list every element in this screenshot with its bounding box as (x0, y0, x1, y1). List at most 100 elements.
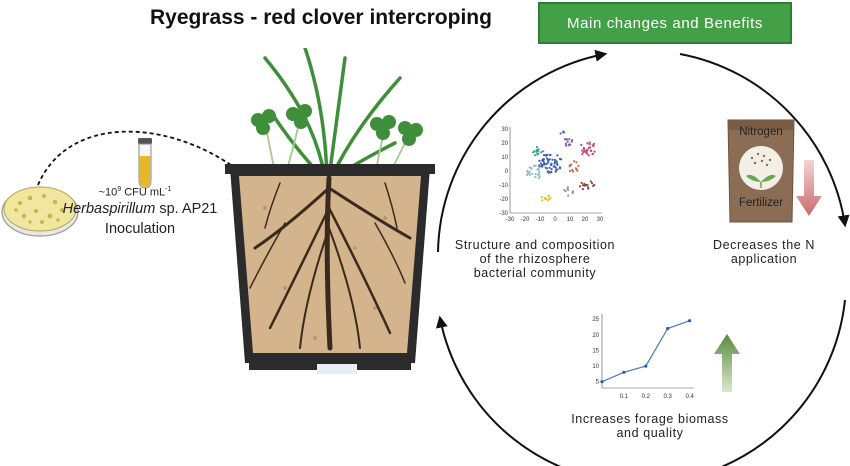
scatter-point (534, 176, 537, 179)
inoculation-label: Inoculation (104, 221, 176, 237)
scatter-point (586, 152, 589, 155)
strain-genus: Herbaspirillum (62, 201, 156, 217)
scatter-point (547, 171, 550, 174)
scatter-point (580, 143, 583, 146)
scatter-point (578, 185, 582, 188)
biomass-data-point (600, 380, 604, 384)
scatter-y-tick: -20 (499, 197, 508, 203)
scatter-point (574, 167, 577, 170)
scatter-point (550, 170, 553, 174)
scatter-point (547, 161, 550, 164)
scatter-point (590, 149, 593, 152)
scatter-y-tick: 0 (505, 169, 509, 175)
scatter-point (553, 158, 556, 161)
scatter-point (580, 181, 583, 184)
concentration-exponent: 9 (117, 186, 122, 193)
scatter-point (590, 182, 594, 185)
scatter-point (546, 153, 549, 156)
scatter-point (568, 165, 571, 168)
scatter-point (585, 148, 588, 151)
scatter-point (582, 146, 585, 150)
plant-pot-icon (225, 48, 435, 374)
scatter-point (559, 167, 562, 170)
concentration-base: ~10 (98, 186, 118, 199)
biomass-series-line (601, 320, 690, 383)
scatter-point (556, 163, 559, 166)
scatter-point (588, 141, 591, 144)
nitrogen-label: Decreases the N application (694, 238, 834, 266)
scatter-point (567, 194, 570, 197)
line-y-tick: 10 (592, 364, 599, 370)
scatter-y-tick: 30 (501, 127, 508, 133)
scatter-point (541, 199, 544, 202)
scatter-point (530, 167, 533, 170)
scatter-point (539, 162, 543, 165)
scatter-point (538, 164, 541, 167)
scatter-point (526, 173, 529, 176)
scatter-point (586, 184, 589, 187)
scatter-point (547, 198, 550, 201)
scatter-point (584, 184, 587, 187)
scatter-point (582, 151, 585, 154)
scatter-point (554, 166, 557, 169)
scatter-y-tick: -30 (499, 211, 508, 217)
scatter-point (537, 167, 540, 170)
scatter-point (550, 162, 553, 165)
scatter-point (556, 162, 559, 165)
cycle-arrow-right (679, 53, 850, 228)
test-tube-icon (138, 138, 152, 189)
scatter-point (538, 175, 541, 178)
scatter-point (549, 197, 552, 200)
scatter-point (538, 170, 541, 174)
scatter-point (531, 172, 534, 175)
scatter-point (563, 189, 566, 192)
scatter-point (571, 168, 574, 172)
biomass-label: Increases forage biomass and quality (545, 412, 755, 440)
scatter-x-tick: 10 (567, 217, 574, 223)
fertilizer-bottom-label: Fertilizer (738, 197, 784, 209)
petri-dish-icon (1, 186, 79, 237)
scatter-point (538, 159, 541, 162)
biomass-data-point (644, 364, 648, 368)
scatter-point (581, 149, 584, 152)
line-x-tick: 0.4 (685, 394, 694, 400)
scatter-point (567, 188, 570, 191)
structure-line-2: of the rhizosphere (479, 252, 591, 266)
scatter-x-tick: -10 (536, 217, 545, 223)
scatter-point (536, 152, 539, 156)
scatter-point (537, 177, 540, 180)
scatter-point (593, 183, 596, 187)
scatter-point (556, 154, 559, 157)
scatter-point (592, 142, 595, 145)
scatter-point (542, 160, 545, 163)
scatter-x-tick: 30 (597, 217, 604, 223)
scatter-point (548, 158, 551, 161)
concentration-label: ~109 CFU mL-1 (60, 186, 210, 199)
scatter-point (586, 142, 589, 145)
scatter-point (535, 148, 538, 152)
scatter-point (577, 164, 580, 167)
scatter-point (587, 146, 590, 149)
scatter-point (566, 186, 569, 189)
strain-label: Herbaspirillum sp. AP21 (60, 201, 220, 217)
line-x-tick: 0.3 (664, 394, 673, 400)
scatter-point (528, 173, 532, 176)
scatter-point (587, 187, 590, 190)
up-arrow-icon (714, 334, 740, 392)
scatter-point (543, 162, 546, 165)
scatter-point (566, 140, 569, 143)
scatter-point (593, 150, 596, 153)
structure-line-1: Structure and composition (454, 238, 616, 252)
scatter-point (542, 150, 545, 153)
biomass-line-1: Increases forage biomass (571, 412, 729, 426)
scatter-point (570, 140, 573, 143)
scatter-point (545, 157, 549, 160)
scatter-point (532, 151, 535, 154)
scatter-point (536, 173, 540, 176)
scatter-point (526, 169, 529, 172)
scatter-point (581, 188, 584, 191)
scatter-point (570, 163, 573, 166)
